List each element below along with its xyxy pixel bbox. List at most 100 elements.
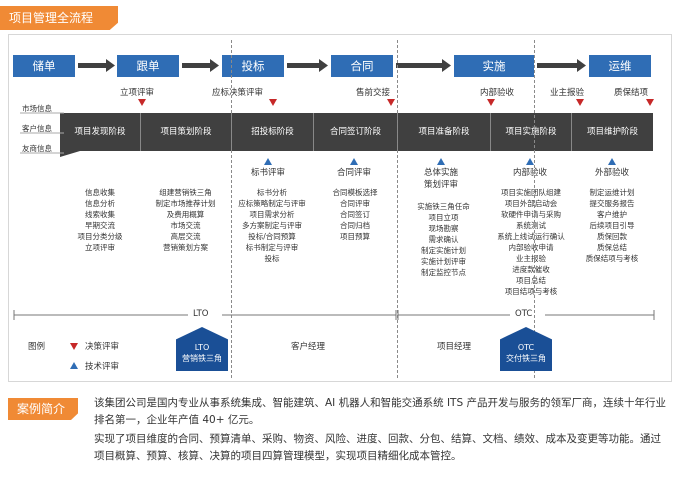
task-item: 合同归档 [340, 221, 370, 230]
decision-review-icon [576, 99, 584, 106]
case-paragraph-1: 该集团公司是国内专业从事系统集成、智能建筑、AI 机器人和智能交通系统 ITS … [94, 397, 666, 426]
phase-项目准备阶段: 项目准备阶段 [397, 113, 490, 151]
lto-badge-line1: LTO [194, 343, 210, 352]
arrow-icon [78, 59, 586, 72]
discovery-funnel [60, 113, 140, 157]
stage-投标: 投标 [222, 55, 284, 77]
legend-technical: 技术评审 [85, 362, 120, 372]
legend-title: 图例 [28, 342, 46, 352]
phase-项目实施阶段: 项目实施阶段 [490, 113, 571, 151]
task-item: 项目需求分析 [249, 210, 295, 219]
task-item: 进度款催收 [512, 265, 550, 274]
task-item: 制定实施计划 [421, 246, 466, 255]
task-list-prep: 实施铁三角任命项目立项现场勘察需求确认制定实施计划实施计划评审制定监控节点 [397, 201, 490, 278]
technical-review-icon [526, 158, 534, 165]
task-item: 项目总结 [516, 276, 546, 285]
phase-项目策划阶段: 项目策划阶段 [140, 113, 231, 151]
task-item: 标书分析 [257, 188, 287, 197]
source-市场信息: 市场信息 [22, 104, 52, 113]
checkpoint-质保结项: 质保结项 [614, 88, 649, 98]
source-友商信息: 友商信息 [22, 144, 52, 153]
phase-招投标阶段: 招投标阶段 [231, 113, 313, 151]
otc-badge-line2: 交付铁三角 [506, 354, 546, 363]
checkpoint-总体实施策划评审: 总体实施 策划评审 [423, 168, 458, 190]
otc-badge-line1: OTC [517, 343, 535, 352]
task-item: 高层交流 [170, 232, 201, 241]
diagram-frame [8, 34, 672, 382]
task-item: 内部验收申请 [508, 243, 554, 252]
decision-review-icon [387, 99, 395, 106]
checkpoint-售前交接: 售前交接 [356, 88, 391, 98]
task-item: 软硬件申请与采购 [501, 210, 561, 219]
stage-合同: 合同 [331, 55, 393, 77]
manager-customer: 客户经理 [291, 342, 326, 352]
task-item: 业主报验 [516, 254, 546, 263]
technical-review-icon [350, 158, 358, 165]
divider-handover [397, 40, 398, 378]
section-title: 项目管理全流程 [0, 6, 118, 30]
task-item: 投标 [264, 254, 280, 263]
checkpoint-内部验收-top: 内部验收 [480, 88, 515, 98]
task-item: 项目外部启动会 [504, 199, 558, 208]
task-item: 制定运维计划 [589, 188, 635, 197]
otc-label: OTC [515, 309, 533, 319]
task-item: 制定监控节点 [421, 268, 466, 277]
task-item: 立项评审 [85, 243, 115, 252]
decision-review-icon [269, 99, 277, 106]
phase-项目维护阶段: 项目维护阶段 [571, 113, 653, 151]
decision-review-icon [487, 99, 495, 106]
phase-项目发现阶段: 项目发现阶段 [74, 127, 126, 137]
task-item: 项目结项与考核 [504, 287, 558, 296]
task-item: 营销策划方案 [163, 243, 208, 252]
task-item: 现场勘察 [428, 224, 459, 233]
task-item: 质保总结 [597, 243, 627, 252]
task-list-planning: 组建营销铁三角制定市场推荐计划及费用概算市场交流高层交流营销策划方案 [140, 187, 231, 253]
checkpoint-外部验收: 外部验收 [594, 168, 629, 178]
technical-review-icon [608, 158, 616, 165]
task-item: 多方案制定与评审 [242, 221, 302, 230]
source-connectors [20, 112, 64, 154]
task-item: 早期交流 [85, 221, 115, 230]
legend-decision: 决策评审 [85, 342, 120, 352]
task-item: 实施铁三角任命 [417, 202, 470, 211]
task-item: 项目分类分级 [77, 232, 123, 241]
task-item: 项目实施团队组建 [501, 188, 561, 197]
technical-review-icon [264, 158, 272, 165]
task-item: 信息分析 [85, 199, 115, 208]
task-item: 标书制定与评审 [245, 243, 299, 252]
task-list-discovery: 信息收集信息分析线索收集早期交流项目分类分级立项评审 [60, 187, 140, 253]
task-item: 组建营销铁三角 [159, 188, 212, 197]
checkpoint-立项评审: 立项评审 [120, 88, 155, 98]
stage-储单: 储单 [13, 55, 75, 77]
case-paragraph-2: 实现了项目维度的合同、预算清单、采购、物资、风险、进度、回款、分包、结算、文档、… [94, 433, 661, 462]
decision-review-icon [646, 99, 654, 106]
task-item: 信息收集 [85, 188, 115, 197]
task-item: 合同评审 [340, 199, 370, 208]
task-list-execution: 项目实施团队组建项目外部启动会软硬件申请与采购系统测试系统上线试运行确认内部验收… [486, 187, 576, 297]
phase-合同签订阶段: 合同签订阶段 [313, 113, 397, 151]
stage-跟单: 跟单 [117, 55, 179, 77]
checkpoint-业主报验: 业主报验 [550, 88, 585, 98]
task-item: 应标策略制定与评审 [238, 199, 306, 208]
checkpoint-内部验收-bottom: 内部验收 [512, 168, 547, 178]
source-客户信息: 客户信息 [22, 124, 52, 133]
task-item: 质保结项与考核 [585, 254, 639, 263]
task-item: 后续项目引导 [589, 221, 635, 230]
task-list-contract: 合同模板选择合同评审合同签订合同归档项目预算 [313, 187, 397, 242]
task-item: 项目预算 [340, 232, 370, 241]
task-list-bidding: 标书分析应标策略制定与评审项目需求分析多方案制定与评审投标/合同预算标书制定与评… [228, 187, 316, 264]
manager-project: 项目经理 [437, 342, 472, 352]
technical-review-icon [437, 158, 445, 165]
checkpoint-合同评审: 合同评审 [336, 168, 371, 178]
stage-运维: 运维 [589, 55, 651, 77]
stage-实施: 实施 [454, 55, 534, 77]
technical-review-icon [70, 362, 78, 369]
task-item: 市场交流 [170, 221, 201, 230]
task-item: 提交服务报告 [589, 199, 635, 208]
task-item: 实施计划评审 [421, 257, 466, 266]
lto-badge-line2: 营销铁三角 [182, 354, 222, 363]
task-item: 投标/合同预算 [248, 232, 296, 241]
lifecycle-brackets [13, 310, 655, 320]
task-item: 合同签订 [340, 210, 370, 219]
task-list-maintenance: 制定运维计划提交服务报告客户维护后续项目引导质保回款质保总结质保结项与考核 [571, 187, 653, 264]
